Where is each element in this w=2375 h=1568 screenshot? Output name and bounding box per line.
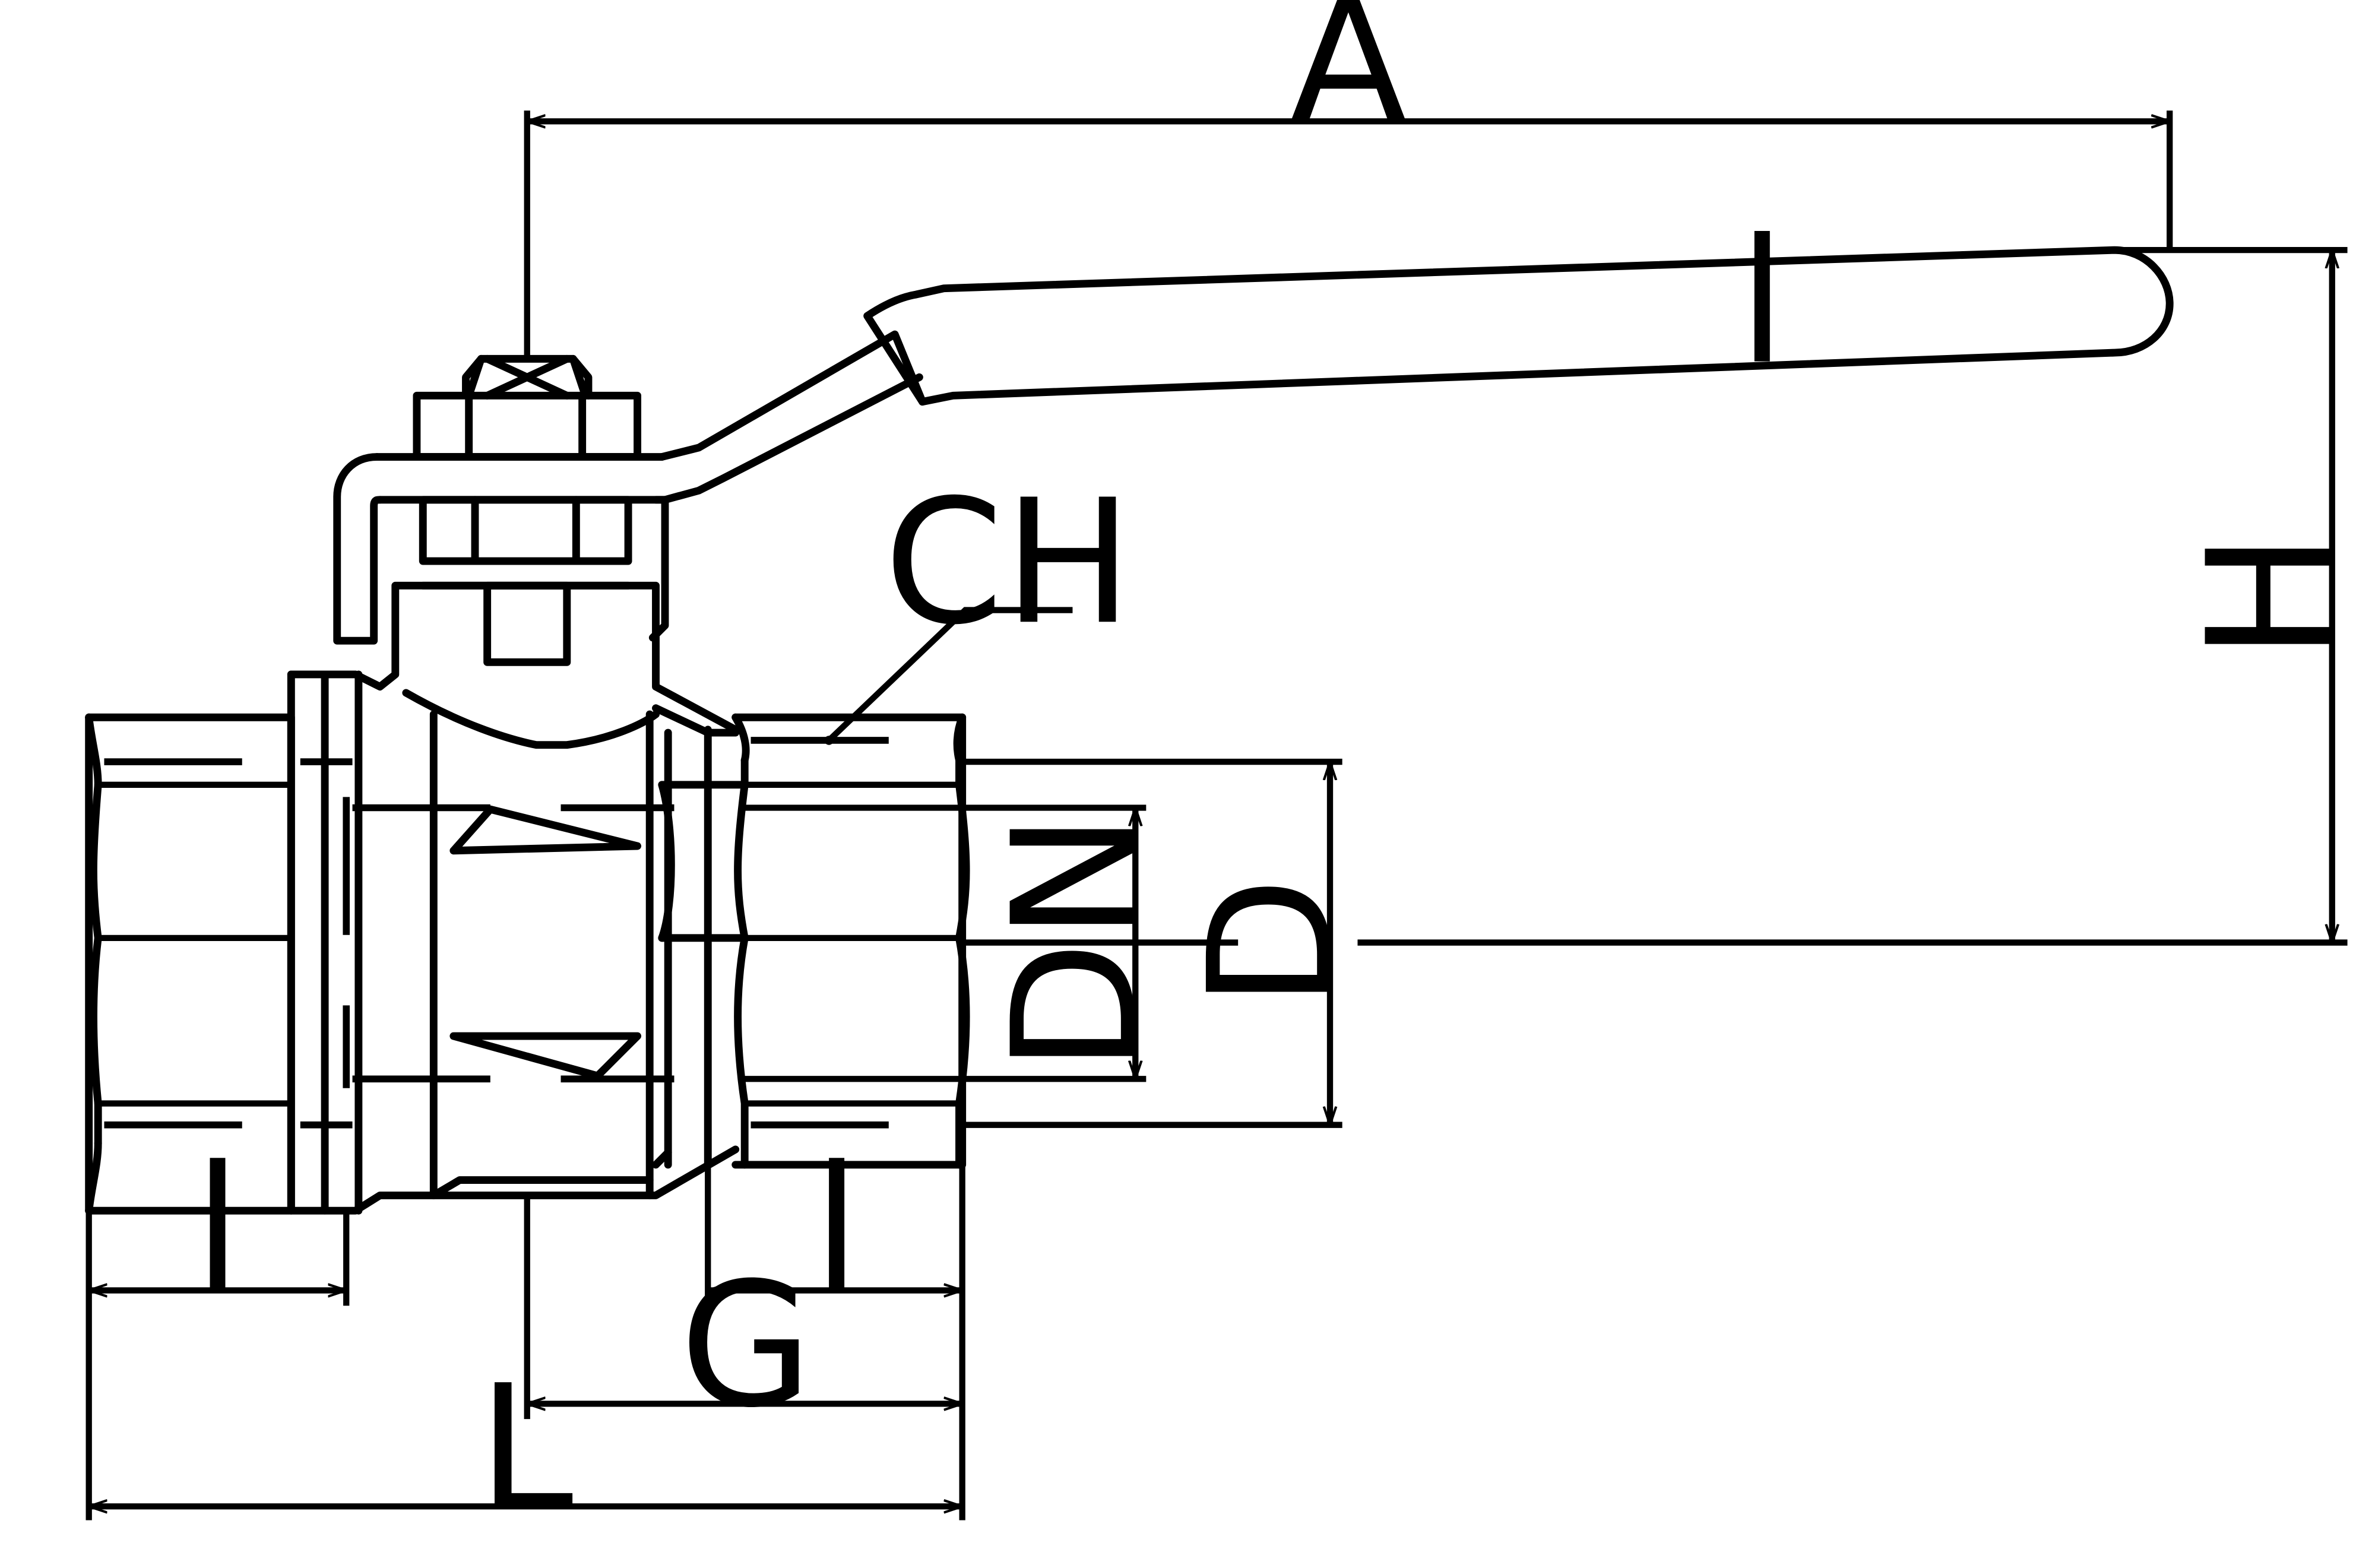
dim-label-l-right: l <box>813 1130 860 1329</box>
dim-label-d: D <box>1173 876 1372 1009</box>
dim-label-l-total: L <box>478 1349 575 1548</box>
dim-label-a: A <box>1290 0 1408 161</box>
dim-label-dn: DN <box>976 812 1176 1073</box>
dim-label-g: G <box>680 1246 813 1446</box>
centerlines <box>104 737 2348 1129</box>
valve-handle <box>333 246 2174 645</box>
dimension-lines <box>86 110 2348 1521</box>
dim-label-l-handle: l <box>1738 203 1786 403</box>
valve-body <box>85 581 970 1215</box>
dim-label-h: H <box>2171 532 2371 661</box>
dim-label-l-left: l <box>194 1130 241 1329</box>
dim-label-ch: CH <box>884 463 1132 663</box>
